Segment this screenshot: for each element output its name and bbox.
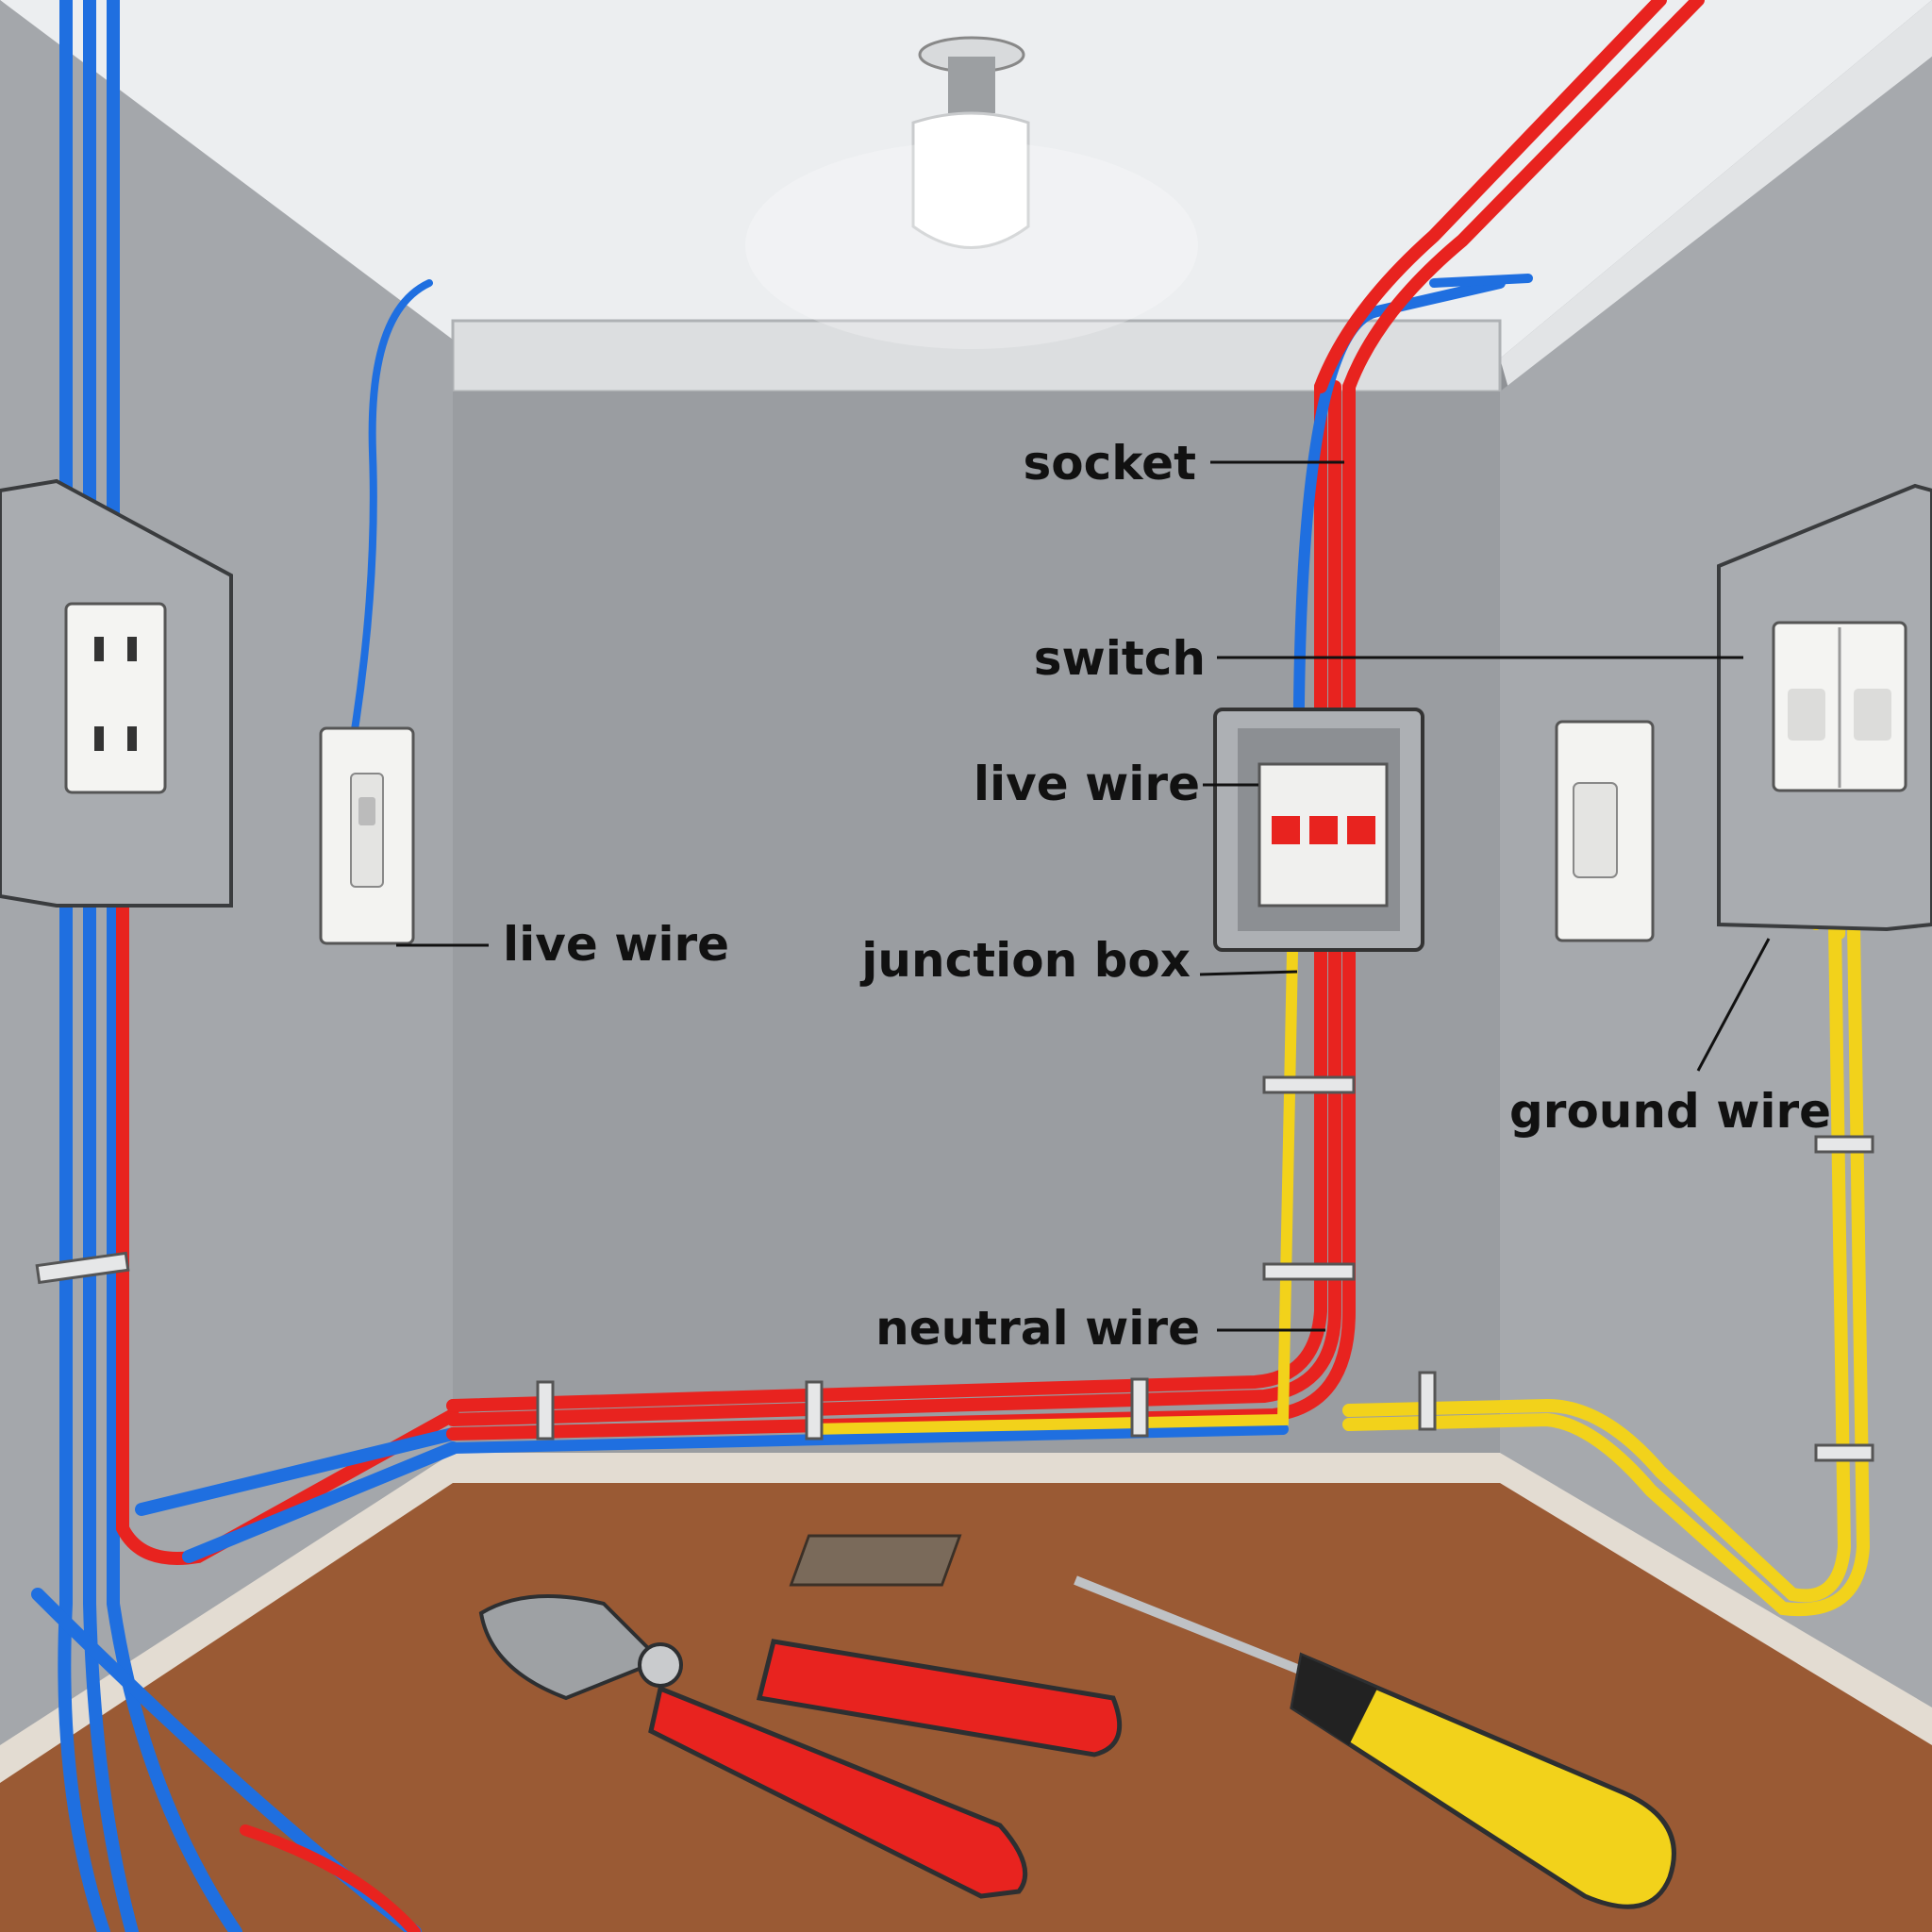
label-live-wire-left: live wire	[503, 917, 729, 972]
left-wall-socket	[321, 728, 413, 943]
label-junction-box: junction box	[859, 933, 1191, 988]
label-socket: socket	[1024, 436, 1196, 491]
right-switch-box	[1719, 486, 1932, 929]
label-switch: switch	[1034, 631, 1206, 686]
label-live-wire-center: live wire	[974, 757, 1200, 811]
right-wall-socket	[1557, 722, 1653, 941]
floor-vent	[791, 1536, 960, 1585]
label-neutral-wire: neutral wire	[875, 1301, 1200, 1356]
label-ground-wire: ground wire	[1509, 1084, 1831, 1139]
baseboard-back	[453, 1453, 1500, 1483]
junction-box	[1215, 709, 1423, 950]
